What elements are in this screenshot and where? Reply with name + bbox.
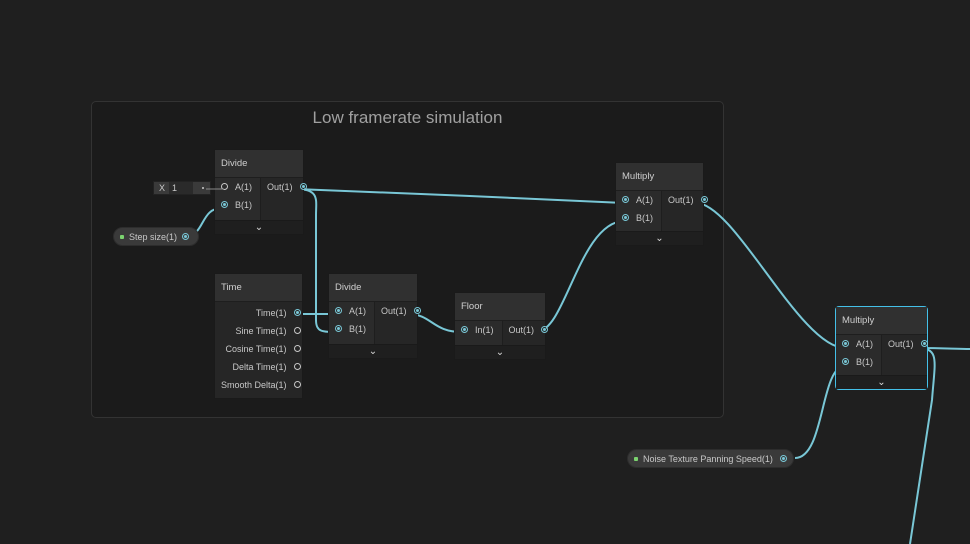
input-port-b[interactable]: B(1): [836, 353, 881, 371]
node-title: Divide: [215, 150, 303, 178]
node-title: Floor: [455, 293, 545, 321]
port-connected-icon[interactable]: [182, 233, 189, 240]
input-port-a[interactable]: A(1): [836, 335, 881, 353]
port-connected-icon[interactable]: [920, 340, 928, 347]
port-connected-icon[interactable]: [842, 340, 849, 347]
chevron-down-icon[interactable]: ⌄: [455, 345, 545, 359]
node-title: Multiply: [836, 307, 927, 335]
chevron-down-icon[interactable]: ⌄: [329, 344, 417, 358]
port-connected-icon[interactable]: [780, 455, 787, 462]
floor-node[interactable]: Floor In(1) Out(1) ⌄: [454, 292, 549, 360]
node-title: Time: [215, 274, 302, 302]
wire-divide1-out-to-multiply1-a: [295, 188, 625, 204]
property-step-size[interactable]: Step size(1): [113, 227, 199, 246]
output-port-out[interactable]: Out(1): [261, 178, 313, 196]
inline-value-field[interactable]: X 1: [153, 181, 211, 195]
chevron-down-icon[interactable]: ⌄: [616, 231, 703, 245]
port-connected-icon[interactable]: [842, 358, 849, 365]
port-empty-icon[interactable]: [293, 363, 301, 370]
input-port-in[interactable]: In(1): [455, 321, 502, 339]
wire-divide1-out-to-divide2-b: [295, 188, 339, 333]
wire-multiply1-out-to-multiply2-a: [695, 202, 846, 349]
wire-floor-out-to-multiply1-b: [537, 220, 625, 332]
port-empty-icon[interactable]: [293, 345, 301, 352]
output-port-out[interactable]: Out(1): [503, 321, 555, 339]
port-connected-icon[interactable]: [622, 214, 629, 221]
port-connected-icon[interactable]: [622, 196, 629, 203]
port-connected-icon[interactable]: [413, 307, 421, 314]
divide-node-2[interactable]: Divide A(1) B(1) Out(1) ⌄: [328, 273, 421, 359]
port-connected-icon[interactable]: [221, 201, 228, 208]
port-connected-icon[interactable]: [541, 326, 549, 333]
output-port-cosine-time[interactable]: Cosine Time(1): [215, 340, 307, 358]
property-noise-texture-panning-speed[interactable]: Noise Texture Panning Speed(1): [627, 449, 794, 468]
port-connected-icon[interactable]: [461, 326, 468, 333]
divide-node-1[interactable]: Divide A(1) B(1) Out(1) ⌄: [214, 149, 307, 235]
output-port-out[interactable]: Out(1): [662, 191, 714, 209]
port-connected-icon[interactable]: [335, 307, 342, 314]
output-port-out[interactable]: Out(1): [882, 335, 934, 353]
input-port-b[interactable]: B(1): [329, 320, 374, 338]
port-empty-icon[interactable]: [293, 327, 301, 334]
output-port-time[interactable]: Time(1): [215, 304, 307, 322]
port-connected-icon[interactable]: [299, 183, 307, 190]
inline-value-label: X: [159, 183, 166, 193]
inline-value-input[interactable]: 1: [169, 182, 193, 194]
port-empty-icon[interactable]: [221, 183, 228, 190]
output-port-delta-time[interactable]: Delta Time(1): [215, 358, 307, 376]
group-low-framerate-simulation[interactable]: Low framerate simulation: [91, 101, 724, 418]
multiply-node-1[interactable]: Multiply A(1) B(1) Out(1) ⌄: [615, 162, 708, 246]
output-port-smooth-delta[interactable]: Smooth Delta(1): [215, 376, 307, 394]
inline-connector: [206, 188, 224, 190]
connector-dot-icon: [202, 187, 204, 189]
port-connected-icon[interactable]: [700, 196, 708, 203]
port-connected-icon[interactable]: [335, 325, 342, 332]
port-empty-icon[interactable]: [293, 381, 301, 388]
input-port-a[interactable]: A(1): [215, 178, 260, 196]
chevron-down-icon[interactable]: ⌄: [215, 220, 303, 234]
output-port-out[interactable]: Out(1): [375, 302, 427, 320]
output-port-sine-time[interactable]: Sine Time(1): [215, 322, 307, 340]
multiply-node-2[interactable]: Multiply A(1) B(1) Out(1) ⌄: [835, 306, 928, 390]
property-color-icon: [120, 235, 124, 239]
input-port-a[interactable]: A(1): [616, 191, 661, 209]
input-port-b[interactable]: B(1): [616, 209, 661, 227]
node-title: Divide: [329, 274, 417, 302]
property-color-icon: [634, 457, 638, 461]
port-connected-icon[interactable]: [293, 309, 301, 316]
input-port-b[interactable]: B(1): [215, 196, 260, 214]
node-title: Multiply: [616, 163, 703, 191]
input-port-a[interactable]: A(1): [329, 302, 374, 320]
group-title[interactable]: Low framerate simulation: [312, 108, 503, 127]
time-node[interactable]: Time Time(1) Sine Time(1) Cosine Time(1)…: [214, 273, 303, 399]
chevron-down-icon[interactable]: ⌄: [836, 375, 927, 389]
